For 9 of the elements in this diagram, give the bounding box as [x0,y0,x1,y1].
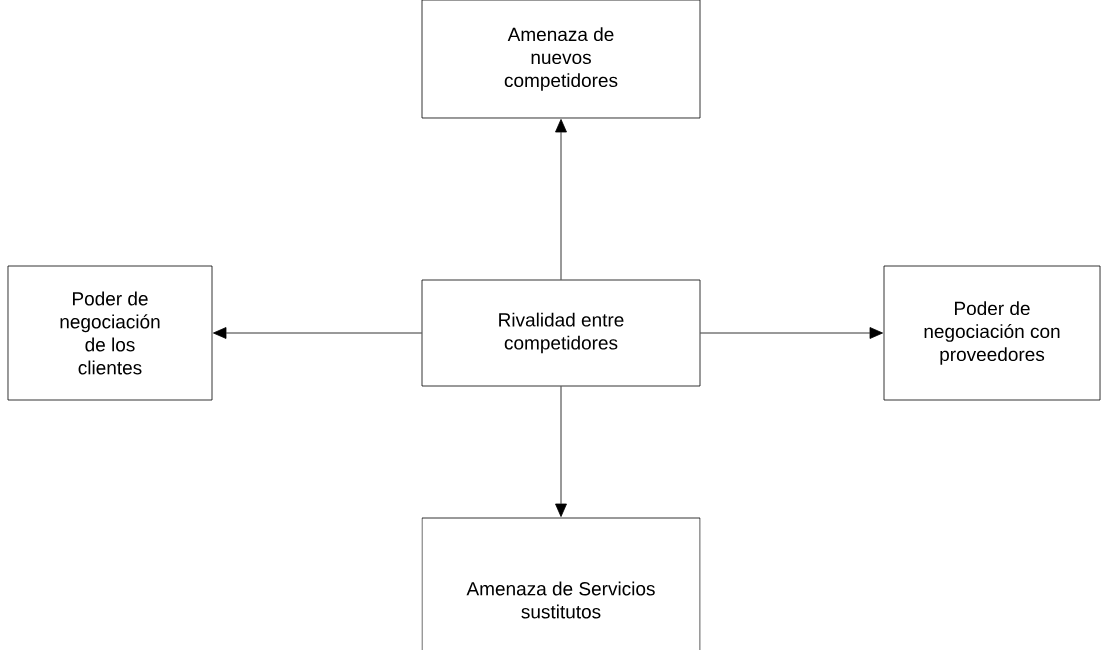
text-box: Amenaza de nuevos competidores [421,0,701,119]
arrow [213,327,422,339]
arrow [700,327,883,339]
arrow [555,386,567,517]
text-box: Poder de negociación con proveedores [883,265,1101,401]
text-box: Poder de negociación de los clientes [7,265,213,401]
text-box: Amenaza de Servicios sustitutos [421,517,701,650]
arrow [555,119,567,280]
text-box: Rivalidad entre competidores [421,279,701,387]
